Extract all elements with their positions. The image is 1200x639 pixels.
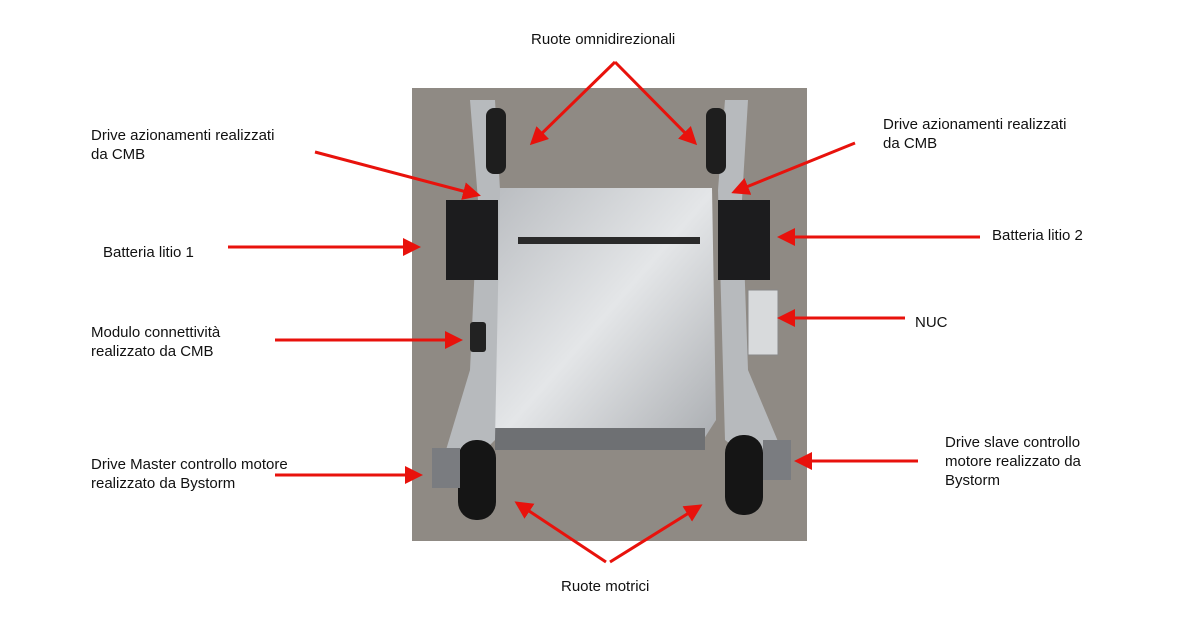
label-line: Drive azionamenti realizzati bbox=[91, 127, 275, 144]
label-line: realizzato da CMB bbox=[91, 343, 214, 360]
slave-drive-board bbox=[763, 440, 791, 480]
arrow-drive-right bbox=[731, 141, 856, 195]
label-slave: Drive slave controllo motore realizzato d… bbox=[945, 433, 1081, 490]
label-line: Drive azionamenti realizzati bbox=[883, 116, 1067, 133]
drive-wheel-left bbox=[458, 440, 496, 520]
label-module: Modulo connettività realizzato da CMB bbox=[91, 323, 220, 361]
label-line: Drive Master controllo motore bbox=[91, 456, 288, 473]
arrow-omni-right bbox=[613, 60, 698, 146]
label-drive-right: Drive azionamenti realizzati da CMB bbox=[883, 115, 1066, 153]
omni-wheel-right bbox=[706, 108, 726, 174]
label-drive-left: Drive azionamenti realizzati da CMB bbox=[91, 126, 274, 164]
plate-slot bbox=[518, 237, 700, 244]
label-line: da CMB bbox=[883, 135, 938, 152]
arrow-omni-left bbox=[529, 60, 617, 146]
battery-right bbox=[718, 200, 770, 280]
master-drive-board bbox=[432, 448, 460, 488]
omni-wheel-left bbox=[486, 108, 506, 174]
label-battery-1: Batteria litio 1 bbox=[103, 244, 194, 261]
label-line: Drive slave controllo bbox=[945, 434, 1081, 451]
nuc-box bbox=[747, 289, 779, 356]
label-omni-wheels: Ruote omnidirezionali bbox=[531, 31, 676, 48]
label-master: Drive Master controllo motore realizzato … bbox=[91, 455, 288, 493]
arrow-drive-wheel-left bbox=[514, 501, 607, 564]
connectivity-module bbox=[470, 322, 486, 352]
chassis-plate bbox=[490, 188, 716, 448]
battery-left bbox=[446, 200, 498, 280]
left-arm bbox=[440, 100, 500, 470]
label-line: Bystorm bbox=[945, 472, 1001, 489]
drive-wheel-right bbox=[725, 435, 763, 515]
label-battery-2: Batteria litio 2 bbox=[992, 227, 1083, 244]
arrow-drive-wheel-right bbox=[609, 504, 703, 564]
arrows bbox=[228, 60, 980, 564]
arrow-drive-left bbox=[314, 150, 481, 200]
label-line: Modulo connettività bbox=[91, 324, 221, 341]
label-drive-wheels: Ruote motrici bbox=[561, 578, 650, 595]
label-line: motore realizzato da bbox=[945, 453, 1081, 470]
label-line: da CMB bbox=[91, 146, 146, 163]
label-nuc: NUC bbox=[915, 314, 948, 331]
plate-front-edge bbox=[495, 428, 705, 450]
label-line: realizzato da Bystorm bbox=[91, 475, 236, 492]
